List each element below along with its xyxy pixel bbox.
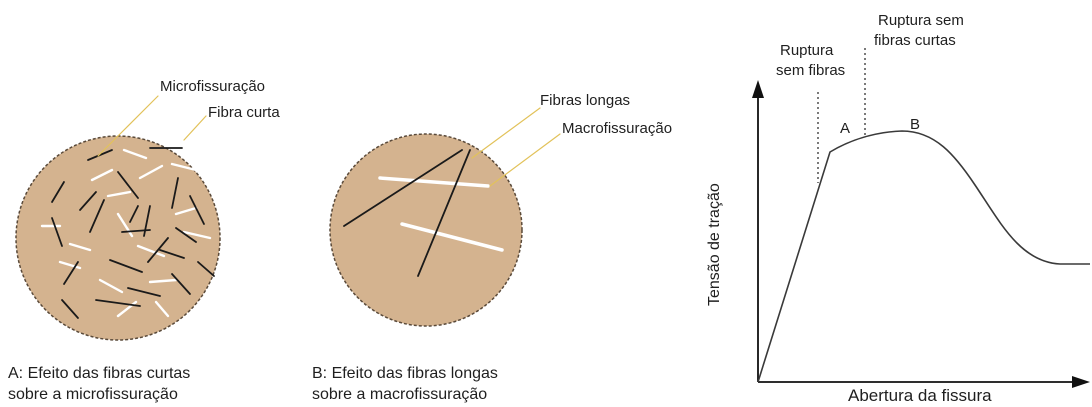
y-axis-arrow: [752, 80, 764, 98]
rupture-short-fibers-label-2: fibras curtas: [874, 32, 956, 50]
point-b-label: B: [910, 116, 920, 134]
caption-b-line1: B: Efeito das fibras longas: [312, 364, 498, 384]
stress-crack-curve: [758, 131, 1090, 382]
label-microfissuracao: Microfissuração: [160, 78, 265, 96]
caption-a-line1: A: Efeito das fibras curtas: [8, 364, 190, 384]
leader-fibras-longas: [472, 108, 540, 158]
x-axis-arrow: [1072, 376, 1090, 388]
leader-macrofissuracao: [490, 134, 560, 186]
point-a-label: A: [840, 120, 850, 138]
label-fibra-curta: Fibra curta: [208, 104, 280, 122]
rupture-no-fibers-label-2: sem fibras: [776, 62, 845, 80]
caption-b-line2: sobre a macrofissuração: [312, 385, 487, 405]
caption-a-line2: sobre a microfissuração: [8, 385, 178, 405]
rupture-no-fibers-label-1: Ruptura: [780, 42, 833, 60]
rupture-short-fibers-label-1: Ruptura sem: [878, 12, 964, 30]
leader-fibra-curta: [184, 116, 206, 140]
label-fibras-longas: Fibras longas: [540, 92, 630, 110]
x-axis-label: Abertura da fissura: [848, 386, 992, 406]
label-macrofissuracao: Macrofissuração: [562, 120, 672, 138]
graph-axes: [752, 80, 1090, 388]
y-axis-label: Tensão de tração: [706, 183, 724, 306]
